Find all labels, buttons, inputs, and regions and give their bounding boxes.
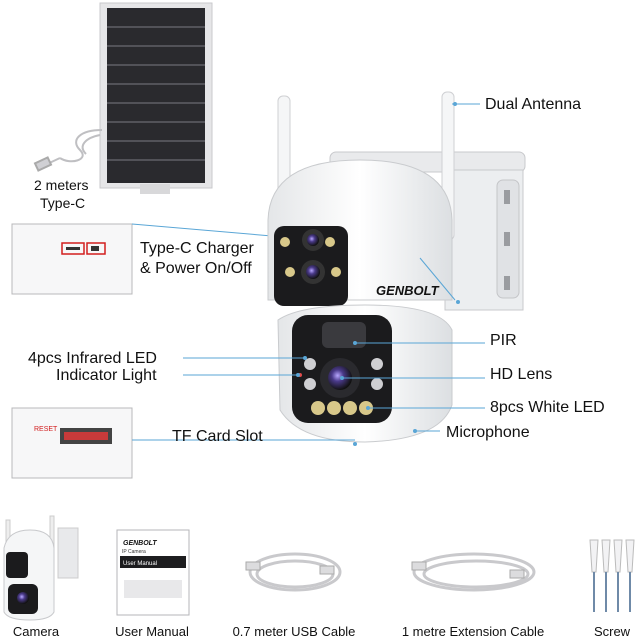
accessory-label-screw: Screw <box>593 624 631 639</box>
label-tf-card-slot: TF Card Slot <box>172 428 263 445</box>
charger-leader <box>131 223 273 237</box>
label-dual-antenna: Dual Antenna <box>485 96 582 113</box>
accessory-manual <box>116 529 190 616</box>
solar-panel <box>99 2 213 194</box>
accessory-label-usb-cable: 0.7 meter USB Cable <box>232 624 356 639</box>
accessory-camera <box>3 515 79 621</box>
manual-line1: IP Camera <box>122 549 146 555</box>
label-microphone: Microphone <box>446 424 530 441</box>
label-charger-line2: & Power On/Off <box>140 260 252 277</box>
charger-inset <box>11 223 133 295</box>
tf-card-inset <box>11 407 133 479</box>
accessory-label-camera: Camera <box>12 624 60 639</box>
accessory-label-manual: User Manual <box>115 624 189 639</box>
camera-lower-dome <box>277 304 453 443</box>
accessory-extension-cable <box>411 552 536 592</box>
label-hd-lens: HD Lens <box>490 366 553 383</box>
accessory-usb-cable <box>245 552 342 592</box>
label-infrared-led: 4pcs Infrared LED <box>28 350 157 367</box>
label-charger-line1: Type-C Charger <box>140 240 254 257</box>
manual-line2: User Manual <box>123 561 157 567</box>
solar-cable <box>33 129 103 172</box>
accessory-screws <box>589 539 635 612</box>
label-indicator-light: Indicator Light <box>56 367 157 384</box>
label-white-led: 8pcs White LED <box>490 399 605 416</box>
accessory-label-extension-cable: 1 metre Extension Cable <box>401 624 545 639</box>
label-cable-length: 2 meters <box>34 177 89 193</box>
leader-dots <box>296 102 460 446</box>
brand-logo: GENBOLT <box>376 283 440 298</box>
manual-brand: GENBOLT <box>123 540 157 547</box>
label-cable-type: Type-C <box>40 195 86 211</box>
label-reset: RESET <box>34 426 58 433</box>
leader-lines <box>132 103 485 441</box>
label-pir: PIR <box>490 332 517 349</box>
camera-upper-head <box>267 159 453 306</box>
